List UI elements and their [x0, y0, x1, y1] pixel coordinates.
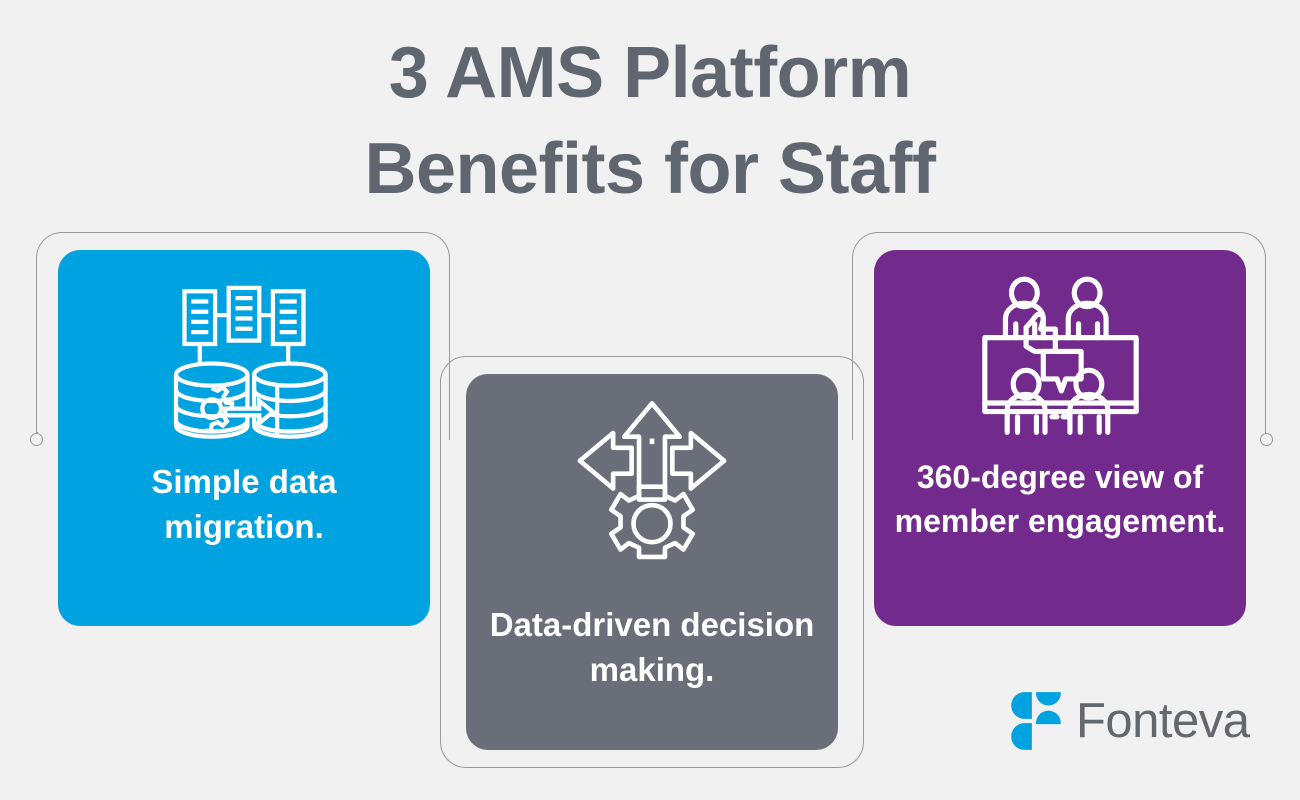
fonteva-wordmark: Fonteva	[1076, 693, 1250, 748]
bracket-outline-1	[36, 232, 450, 440]
database-migration-icon	[173, 285, 328, 439]
bracket-endpoint-dot-1	[29, 433, 43, 446]
benefit-card-label-3: 360-degree view of member engagement.	[894, 459, 1226, 539]
benefit-card-group-1: Simple data migration.	[29, 232, 450, 644]
benefit-card-simple-data-migration[interactable]: Simple data migration.	[58, 250, 430, 626]
bracket-outline-3	[852, 232, 1266, 440]
benefit-card-label-1: Simple data migration.	[151, 463, 337, 545]
page-title: 3 AMS Platform Benefits for Staff	[0, 26, 1300, 218]
bracket-outline-2	[440, 356, 864, 768]
benefit-card-group-3: 360-degree view of member engagement.	[852, 232, 1273, 644]
bracket-endpoint-dot-3	[1259, 433, 1273, 446]
page-title-line-1: 3 AMS Platform	[388, 33, 912, 113]
fonteva-logo[interactable]: Fonteva	[1010, 690, 1250, 752]
multi-direction-arrows-gear-icon	[577, 401, 727, 560]
benefit-card-group-2: Data-driven decision making.	[440, 356, 864, 768]
benefit-card-360-member-engagement[interactable]: 360-degree view of member engagement.	[874, 250, 1246, 626]
fonteva-f-mark-icon	[1011, 692, 1061, 750]
benefit-card-data-driven-decision-making[interactable]: Data-driven decision making.	[466, 374, 838, 750]
team-meeting-icon	[981, 276, 1139, 435]
page-title-line-2: Benefits for Staff	[364, 128, 936, 209]
benefit-card-label-2: Data-driven decision making.	[489, 606, 815, 688]
